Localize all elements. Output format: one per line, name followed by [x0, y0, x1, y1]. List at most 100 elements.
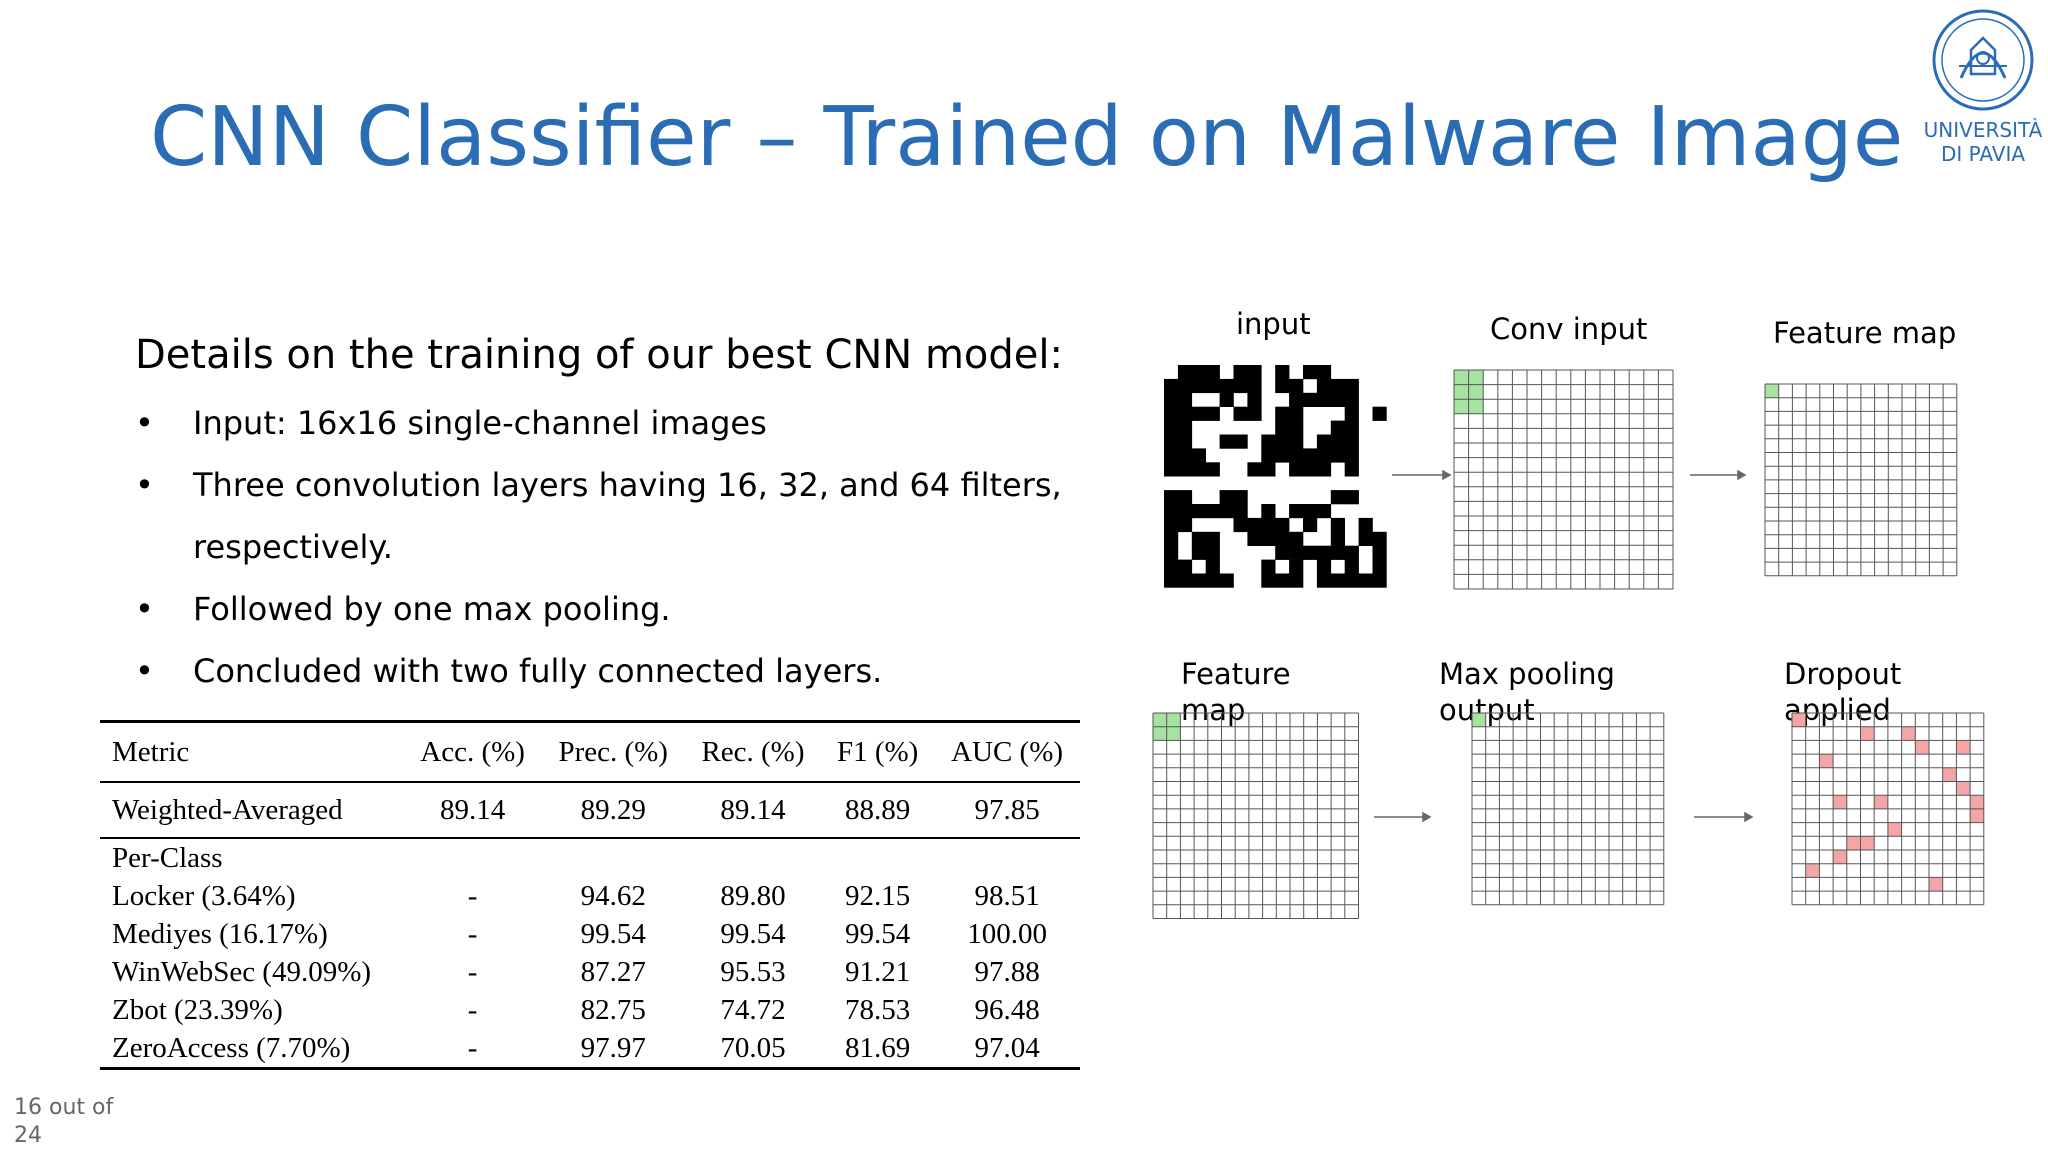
input-pixel [1219, 392, 1234, 407]
table-cell-label: ZeroAccess (7.70%) [112, 1031, 351, 1064]
input-pixel [1316, 378, 1332, 394]
highlighted-cell [1833, 850, 1847, 864]
input-pixel [1177, 448, 1193, 463]
table-row: Locker (3.64%) - 94.62 89.80 92.15 98.51 [100, 877, 1080, 915]
highlighted-cell [1468, 399, 1484, 414]
conv-input-grid [1453, 369, 1674, 590]
table-cell: - [467, 879, 478, 912]
input-pixel [1316, 504, 1332, 519]
input-pixel [1191, 504, 1206, 519]
page-number-line: 24 [14, 1123, 42, 1148]
input-pixel [1303, 448, 1318, 463]
input-pixel [1275, 406, 1290, 421]
input-pixel [1330, 573, 1345, 588]
input-pixel [1330, 420, 1345, 435]
input-pixel [1344, 462, 1359, 477]
input-pixel [1330, 517, 1345, 533]
input-pixel [1164, 559, 1179, 574]
input-pixel [1330, 448, 1345, 463]
bullet-dot: • [135, 590, 154, 628]
input-pixel [1164, 406, 1179, 421]
logo-line-1: UNIVERSITÀ [1923, 118, 2043, 142]
page-number: 16 out of 24 [14, 1094, 134, 1150]
university-logo-label: UNIVERSITÀ DI PAVIA [1918, 118, 2048, 166]
input-pixel [1275, 365, 1290, 380]
input-pixel [1358, 517, 1373, 533]
highlighted-cell [1874, 795, 1888, 809]
input-pixel [1316, 448, 1332, 463]
table-cell: 99.54 [720, 917, 786, 950]
input-pixel [1191, 531, 1206, 546]
input-pixel [1261, 517, 1276, 533]
input-pixel [1303, 392, 1318, 407]
input-pixel [1219, 378, 1234, 394]
input-pixel [1344, 420, 1359, 435]
input-pixel [1164, 517, 1179, 533]
input-pixel [1177, 365, 1193, 380]
table-cell: - [467, 917, 478, 950]
input-pixel [1177, 462, 1193, 477]
input-pixel [1289, 462, 1304, 477]
input-pixel [1289, 434, 1304, 449]
input-pixel [1289, 545, 1304, 560]
input-pixel [1205, 573, 1220, 588]
input-pixel [1177, 420, 1193, 435]
input-pixel [1177, 573, 1193, 588]
table-cell: 95.53 [720, 955, 786, 988]
input-pixel [1275, 378, 1290, 394]
input-pixel [1344, 490, 1359, 505]
university-seal-icon [1932, 9, 2034, 111]
bullet-text: Input: 16x16 single-channel images [193, 404, 767, 442]
input-label: input [1236, 307, 1311, 341]
label-line: applied [1784, 693, 1891, 727]
table-header-cell: Rec. (%) [701, 735, 805, 768]
highlighted-cell [1915, 740, 1929, 755]
input-pixel [1247, 365, 1262, 380]
input-pixel [1219, 490, 1234, 505]
input-pixel [1164, 462, 1179, 477]
input-pixel [1191, 406, 1206, 421]
input-pixel [1344, 392, 1359, 407]
feature-map-grid-bottom [1152, 712, 1359, 919]
table-cell: 96.48 [974, 993, 1040, 1026]
input-pixel [1289, 406, 1304, 421]
table-row: Mediyes (16.17%) - 99.54 99.54 99.54 100… [100, 915, 1080, 953]
input-pixel [1344, 448, 1359, 463]
highlighted-cell [1929, 877, 1943, 892]
input-pixel [1205, 531, 1220, 546]
input-pixel [1247, 392, 1262, 407]
table-cell: 94.62 [580, 879, 646, 912]
table-cell: 100.00 [967, 917, 1047, 950]
highlighted-cell [1153, 713, 1167, 727]
highlighted-cell [1454, 399, 1469, 414]
input-pixel [1344, 434, 1359, 449]
table-header-cell: Metric [112, 735, 190, 768]
highlighted-cell [1166, 726, 1181, 741]
page-number-line: 16 out of [14, 1095, 114, 1120]
input-pixel [1303, 517, 1318, 533]
input-pixel [1275, 517, 1290, 533]
intro-text: Details on the training of our best CNN … [135, 332, 1063, 378]
input-pixel [1191, 573, 1206, 588]
input-pixel [1247, 462, 1262, 477]
input-pixel [1289, 448, 1304, 463]
feature-map-label: Feature map [1773, 316, 1957, 350]
table-cell: - [467, 1031, 478, 1064]
grid-layer [1152, 365, 1985, 919]
max-pooling-label: Max pooling output [1439, 656, 1615, 728]
slide-title: CNN Classifier – Trained on Malware Imag… [150, 90, 1904, 185]
input-pixel [1316, 392, 1332, 407]
input-pixel [1275, 420, 1290, 435]
highlighted-cell [1153, 726, 1167, 741]
input-pixel [1233, 490, 1248, 505]
highlighted-cell [1468, 384, 1484, 400]
table-header-cell: Prec. (%) [558, 735, 668, 768]
input-pixel [1289, 559, 1304, 574]
table-header-cell: F1 (%) [836, 735, 919, 768]
input-pixel [1191, 378, 1206, 394]
input-pixel [1233, 434, 1248, 449]
input-pixel [1191, 365, 1206, 380]
bullet-dot: • [135, 466, 154, 504]
input-pixel [1164, 420, 1179, 435]
table-row: Zbot (23.39%) - 82.75 74.72 78.53 96.48 [100, 991, 1080, 1029]
